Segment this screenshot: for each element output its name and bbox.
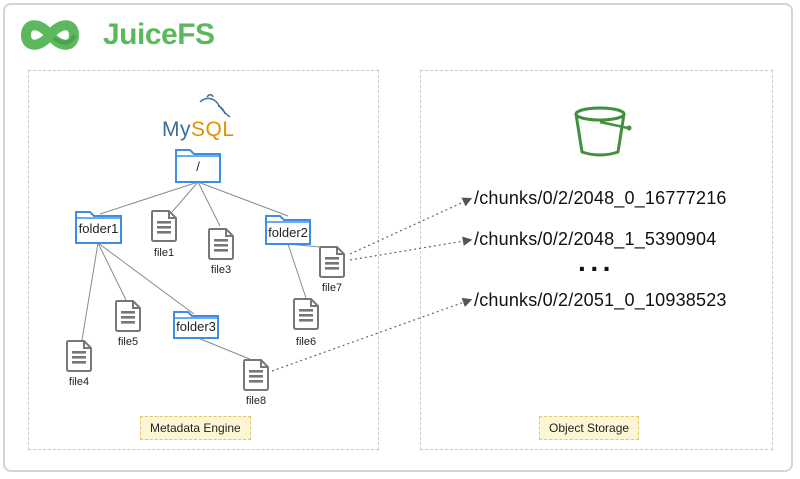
file5-icon [115, 300, 141, 332]
folder3-label: folder3 [176, 319, 216, 334]
chunk-path-1: /chunks/0/2/2048_0_16777216 [474, 188, 727, 208]
mysql-logo-part1: My [162, 118, 191, 141]
object-storage-label: Object Storage [539, 416, 640, 440]
chunk-path-3: /chunks/0/2/2051_0_10938523 [474, 290, 727, 310]
mysql-logo-part2: SQL [191, 118, 235, 141]
mysql-dolphin-icon [199, 94, 231, 118]
chunk-ellipsis: ··· [578, 253, 615, 284]
metadata-engine-label: Metadata Engine [140, 416, 251, 440]
chunk-path-2: /chunks/0/2/2048_1_5390904 [474, 229, 717, 249]
folder1-label: folder1 [78, 221, 119, 236]
file6-icon [293, 298, 319, 330]
file7-label: file7 [321, 282, 343, 294]
bucket-icon [574, 106, 632, 157]
file4-icon [66, 340, 92, 372]
folder-root-icon [175, 149, 221, 183]
metadata-panel [28, 70, 379, 450]
file3-icon [208, 228, 234, 260]
file1-icon [151, 210, 177, 242]
file5-label: file5 [117, 336, 139, 348]
object-storage-panel [420, 70, 773, 450]
file3-label: file3 [210, 264, 232, 276]
folder3-icon [173, 311, 219, 339]
folder1-icon [75, 211, 122, 244]
tree-edges [81, 181, 331, 361]
file8-icon [243, 359, 269, 391]
file4-label: file4 [68, 376, 90, 388]
file7-icon [319, 246, 345, 278]
brand-name: JuiceFS [103, 18, 215, 51]
file8-label: file8 [245, 395, 267, 407]
folder2-label: folder2 [268, 225, 308, 240]
folder2-icon [265, 215, 311, 245]
root-folder-label: / [196, 159, 200, 174]
chunk-arrows [271, 197, 473, 372]
mysql-logo: MySQL [162, 118, 235, 142]
outer-frame [3, 3, 793, 472]
juicefs-logo-icon [21, 20, 79, 50]
file6-label: file6 [295, 336, 317, 348]
file1-label: file1 [153, 247, 175, 259]
